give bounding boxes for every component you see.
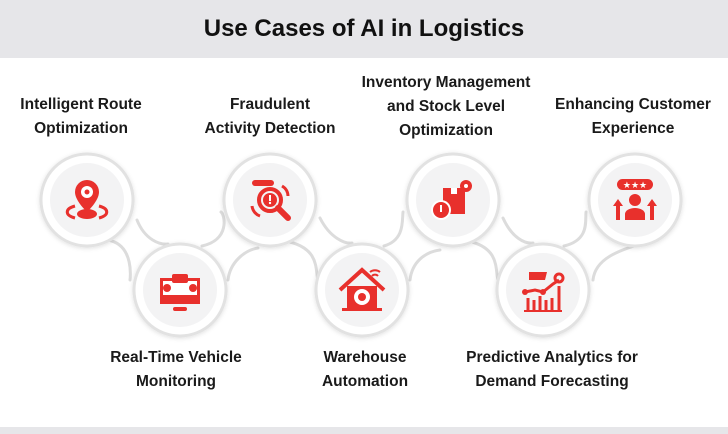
- footer-bar: [0, 427, 728, 434]
- analytics-chart-icon: [522, 272, 565, 312]
- use-case-node: [222, 152, 318, 248]
- monitor-vehicle-icon: [160, 274, 200, 311]
- use-case-node: [495, 242, 591, 338]
- customer-rating-icon: ★★★: [613, 179, 657, 220]
- use-case-node: [39, 152, 135, 248]
- smart-warehouse-icon: [338, 267, 386, 311]
- inventory-box-gear-icon: [431, 180, 472, 220]
- location-gear-icon: [65, 180, 109, 220]
- title-bar: Use Cases of AI in Logistics: [0, 0, 728, 58]
- fraud-search-icon: [250, 180, 291, 221]
- use-case-node: [405, 152, 501, 248]
- svg-text:★★★: ★★★: [623, 181, 647, 191]
- page-title: Use Cases of AI in Logistics: [203, 15, 525, 42]
- use-case-node: [314, 242, 410, 338]
- use-case-node: [132, 242, 228, 338]
- use-case-node: ★★★: [587, 152, 683, 248]
